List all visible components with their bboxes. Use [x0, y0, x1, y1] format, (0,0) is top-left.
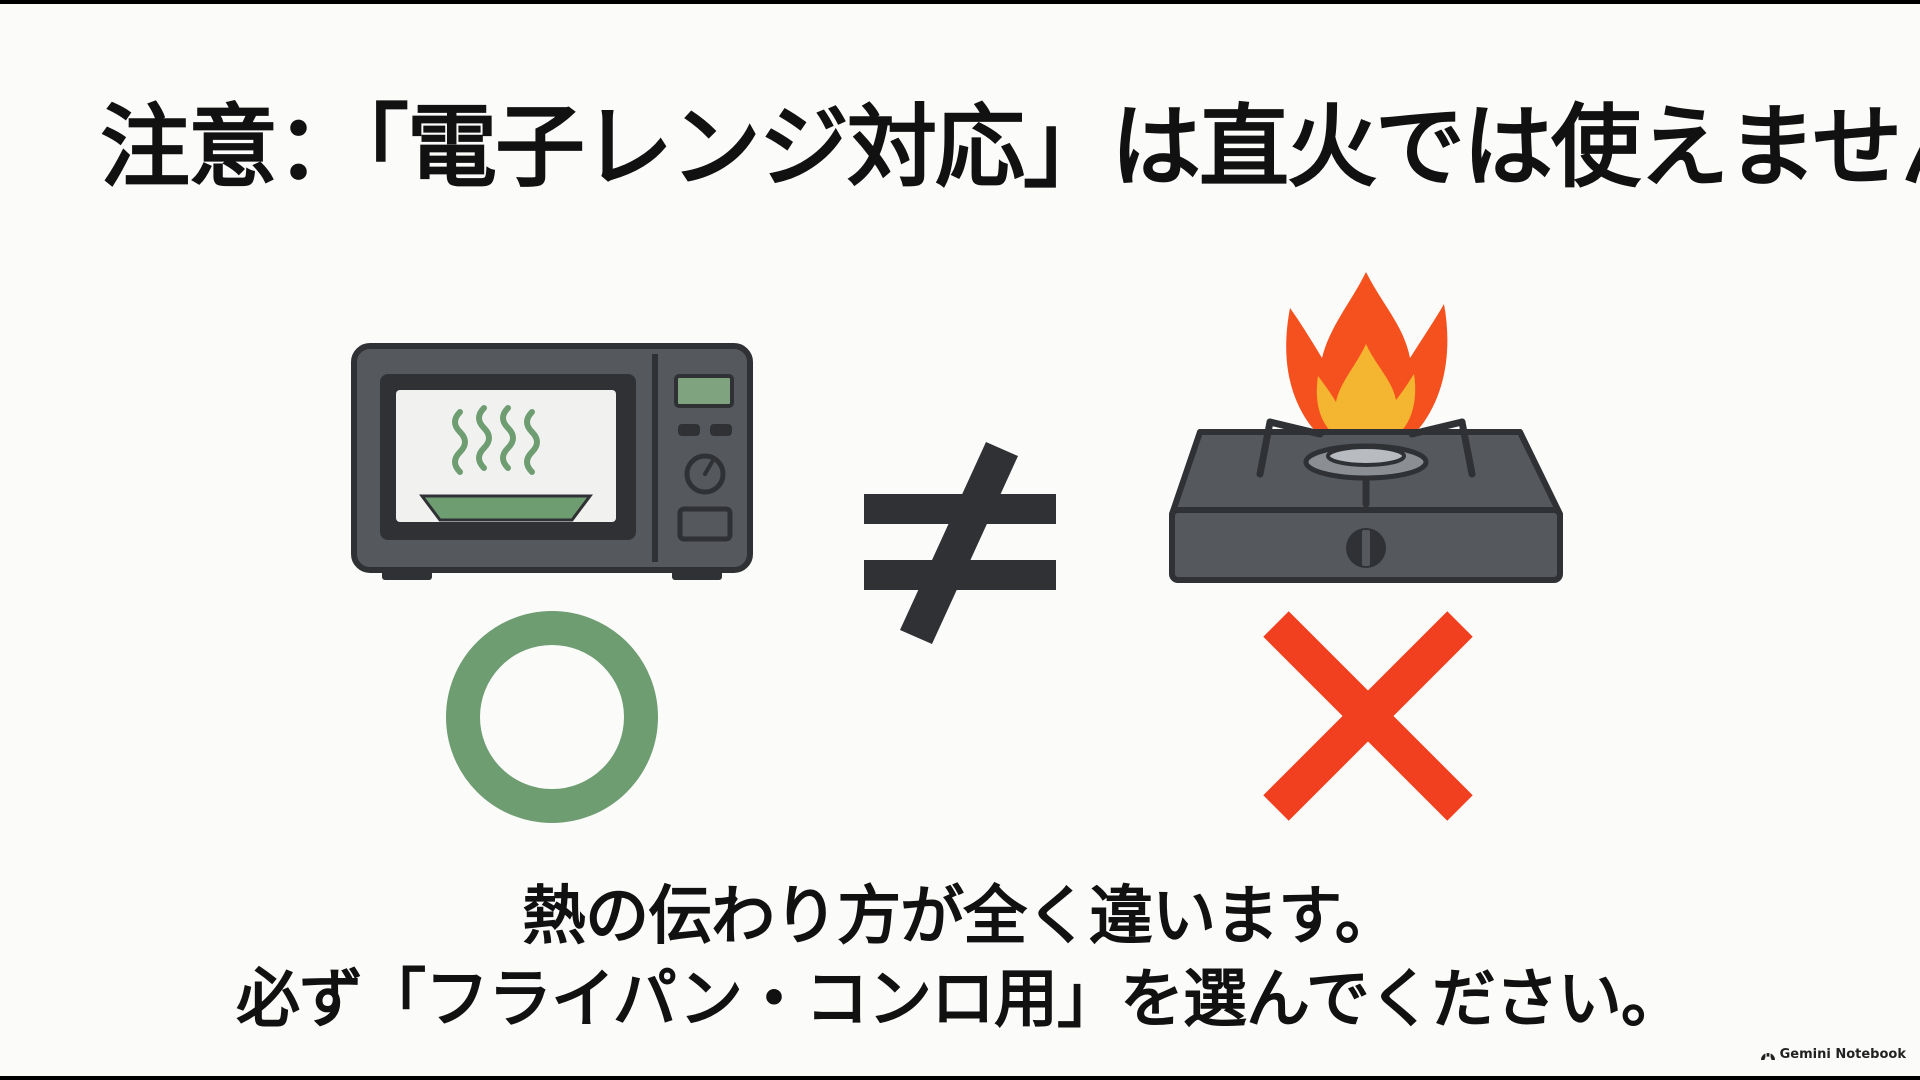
illustration [351, 272, 1563, 823]
not-equal-icon [864, 442, 1056, 644]
gas-stove-icon [1169, 272, 1563, 583]
gemini-logo-icon [1760, 1052, 1775, 1060]
caption-line-2: 必ず「フライパン・コンロ用」を選んでください。 [236, 963, 1685, 1038]
slide: 注意：「電子レンジ対応」は直火では使えません。 [0, 4, 1920, 1076]
caption: 熱の伝わり方が全く違います。 必ず「フライパン・コンロ用」を選んでください。 [0, 876, 1920, 1042]
cross-mark-icon [1263, 611, 1473, 821]
circle-mark-icon [446, 611, 658, 823]
brand-label: Gemini Notebook [1779, 1047, 1906, 1062]
microwave-icon [351, 343, 753, 580]
slide-title: 注意：「電子レンジ対応」は直火では使えません。 [100, 95, 1920, 200]
brand-watermark: Gemini Notebook [1760, 1047, 1906, 1062]
caption-line-1: 熱の伝わり方が全く違います。 [522, 880, 1399, 954]
